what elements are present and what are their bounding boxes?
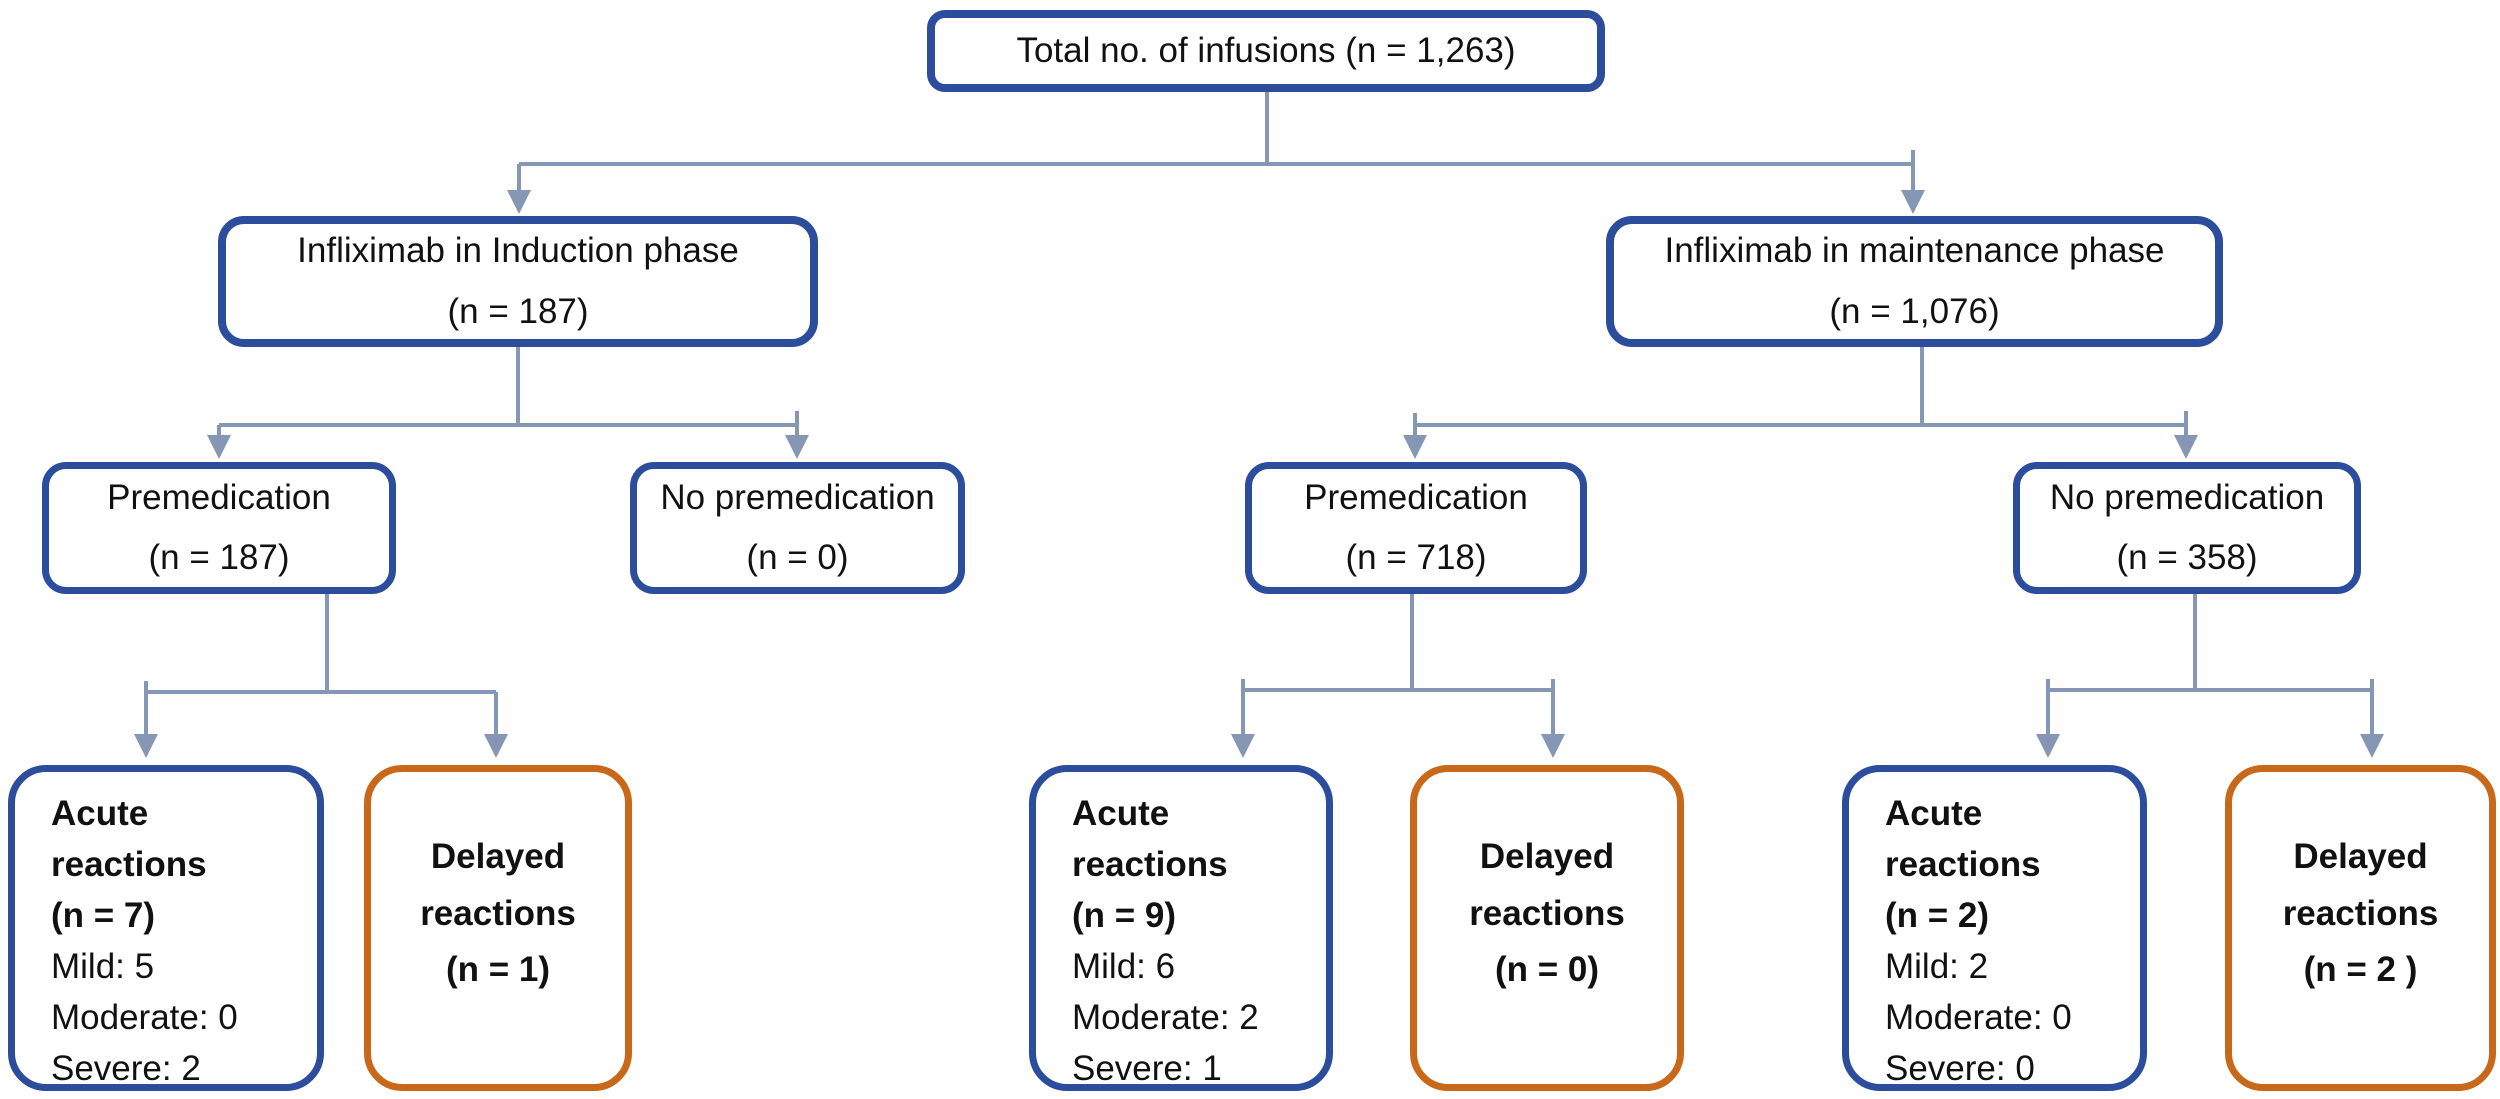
node-induction-premedication: Premedication (n = 187) xyxy=(42,462,396,594)
node-count: (n = 7) xyxy=(51,896,156,936)
node-count: (n = 1,076) xyxy=(1829,291,2000,331)
node-title: reactions xyxy=(2282,893,2439,933)
node-title: Delayed xyxy=(1479,836,1615,876)
severity-moderate: Moderate: 0 xyxy=(1885,998,2072,1038)
node-induction-acute-reactions: Acute reactions (n = 7) Mild: 5 Moderate… xyxy=(8,765,324,1091)
connector-elbow-line xyxy=(217,347,799,437)
arrow-down-icon xyxy=(484,734,508,758)
node-count: (n = 0) xyxy=(1494,950,1600,990)
node-count: (n = 187) xyxy=(148,538,290,577)
node-maintenance-premedication: Premedication (n = 718) xyxy=(1245,462,1587,594)
connector-elbow-line xyxy=(1413,347,2188,437)
arrow-down-icon xyxy=(1541,734,1565,758)
severity-mild: Mild: 5 xyxy=(51,947,155,987)
connector-elbow-line xyxy=(144,594,498,736)
node-count: (n = 187) xyxy=(447,291,589,331)
arrow-down-icon xyxy=(2174,435,2198,459)
arrow-down-icon xyxy=(134,734,158,758)
node-title: reactions xyxy=(1469,893,1625,933)
node-title: Delayed xyxy=(430,836,566,876)
node-count: (n = 2 ) xyxy=(2303,950,2418,990)
node-count: (n = 718) xyxy=(1345,538,1487,577)
node-induction-delayed-reactions: Delayed reactions (n = 1) xyxy=(364,765,632,1091)
node-maintenance-nopremed-acute-reactions: Acute reactions (n = 2) Mild: 2 Moderate… xyxy=(1842,765,2147,1091)
node-label: No premedication xyxy=(2049,477,2325,517)
connector-maintenance-to-premedication xyxy=(1403,347,2198,459)
severity-severe: Severe: 0 xyxy=(1885,1049,2035,1089)
connector-elbow-line xyxy=(2046,594,2374,736)
node-maintenance-premed-acute-reactions: Acute reactions (n = 9) Mild: 6 Moderate… xyxy=(1029,765,1333,1091)
arrow-down-icon xyxy=(785,435,809,459)
connector-maintenance-premed-to-reactions xyxy=(1231,594,1565,758)
arrow-down-icon xyxy=(1231,734,1255,758)
connector-elbow-line xyxy=(517,92,1915,192)
node-maintenance-no-premedication: No premedication (n = 358) xyxy=(2013,462,2361,594)
node-title: Acute xyxy=(1885,794,1983,833)
connector-induction-premed-to-reactions xyxy=(134,594,508,758)
node-title: reactions xyxy=(1885,845,2041,885)
node-maintenance-phase: Infliximab in maintenance phase (n = 1,0… xyxy=(1606,216,2223,347)
node-count: (n = 2) xyxy=(1885,896,1990,936)
node-maintenance-nopremed-delayed-reactions: Delayed reactions (n = 2 ) xyxy=(2225,765,2496,1091)
node-count: (n = 0) xyxy=(746,538,849,577)
connector-induction-to-premedication xyxy=(207,347,809,459)
severity-moderate: Moderate: 0 xyxy=(51,998,238,1038)
arrow-down-icon xyxy=(1403,435,1427,459)
node-label: No premedication xyxy=(660,477,935,517)
node-label: Infliximab in Induction phase xyxy=(297,231,739,271)
node-maintenance-premed-delayed-reactions: Delayed reactions (n = 0) xyxy=(1410,765,1684,1091)
node-title: Acute xyxy=(51,794,149,833)
node-label: Infliximab in maintenance phase xyxy=(1664,231,2165,271)
node-count: (n = 1) xyxy=(445,950,551,990)
arrow-down-icon xyxy=(1901,190,1925,214)
arrow-down-icon xyxy=(507,190,531,214)
severity-severe: Severe: 2 xyxy=(51,1049,201,1089)
node-induction-no-premedication: No premedication (n = 0) xyxy=(630,462,965,594)
node-title: Acute xyxy=(1072,794,1170,833)
severity-mild: Mild: 2 xyxy=(1885,947,1989,987)
arrow-down-icon xyxy=(207,435,231,459)
node-title: Delayed xyxy=(2293,836,2428,876)
node-title: reactions xyxy=(420,893,576,933)
arrow-down-icon xyxy=(2360,734,2384,758)
node-label: Premedication xyxy=(1304,477,1528,517)
connector-maintenance-nopremed-to-reactions xyxy=(2036,594,2384,758)
node-title: reactions xyxy=(51,845,207,885)
node-count: (n = 358) xyxy=(2116,538,2258,577)
severity-moderate: Moderate: 2 xyxy=(1072,998,1259,1038)
node-induction-phase: Infliximab in Induction phase (n = 187) xyxy=(218,216,818,347)
node-total-infusions: Total no. of infusions (n = 1,263) xyxy=(927,10,1605,92)
node-label: Total no. of infusions (n = 1,263) xyxy=(1016,30,1516,70)
connector-elbow-line xyxy=(1241,594,1555,736)
node-label: Premedication xyxy=(107,477,331,517)
node-title: reactions xyxy=(1072,845,1228,885)
connector-root-to-phases xyxy=(507,92,1925,214)
severity-mild: Mild: 6 xyxy=(1072,947,1176,987)
arrow-down-icon xyxy=(2036,734,2060,758)
node-count: (n = 9) xyxy=(1072,896,1177,936)
severity-severe: Severe: 1 xyxy=(1072,1049,1222,1089)
